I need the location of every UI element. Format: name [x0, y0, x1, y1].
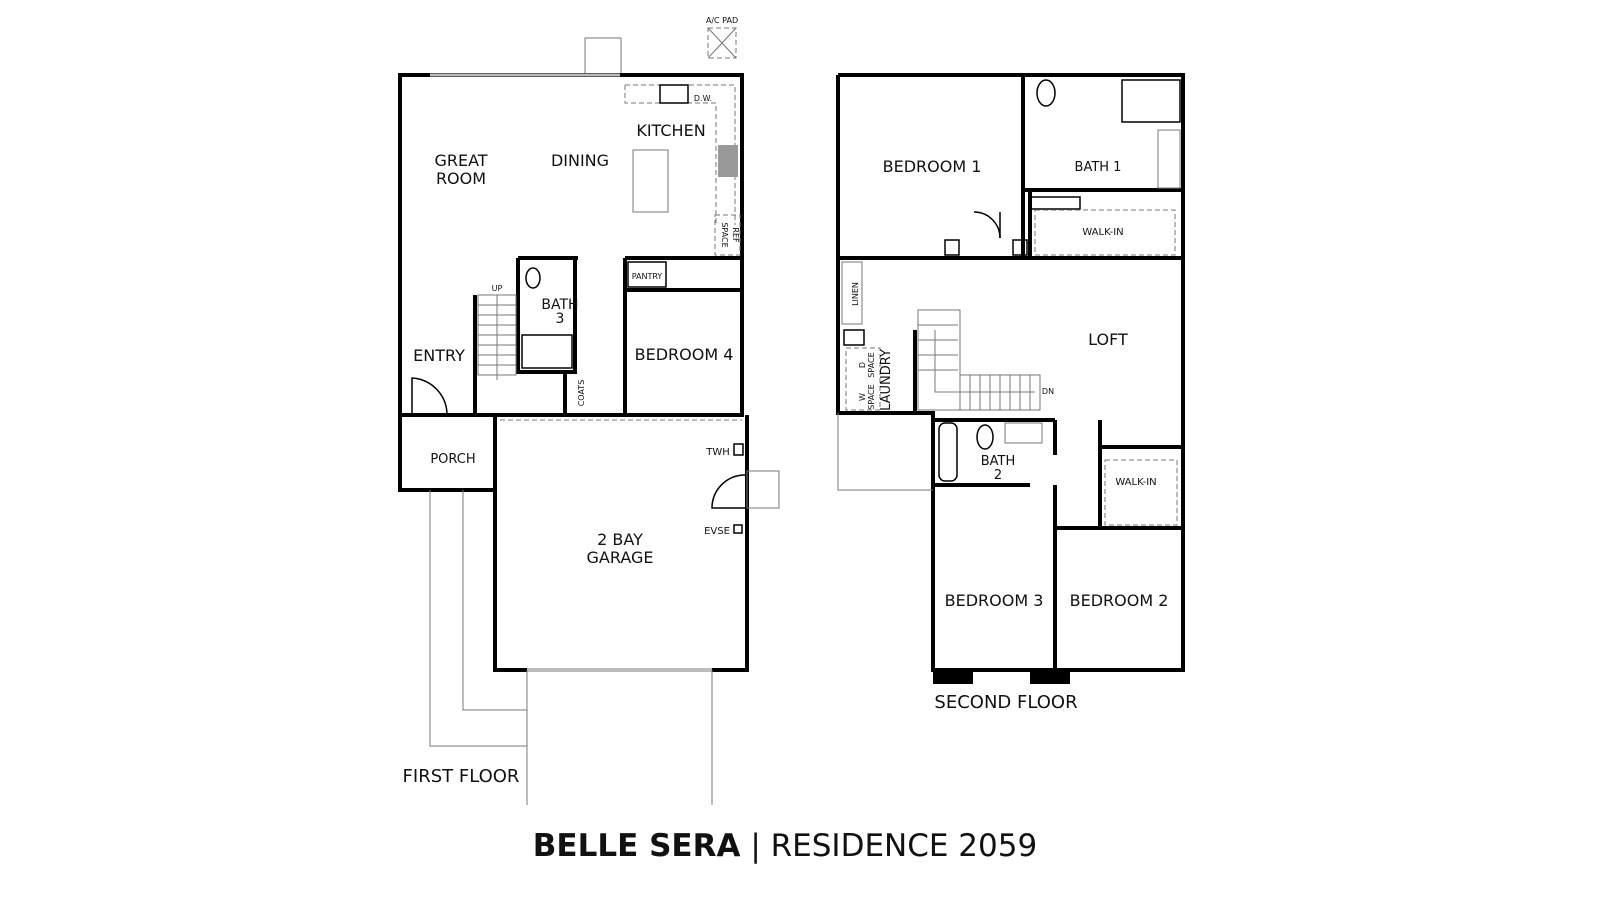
water-heater-icon: [733, 443, 744, 456]
linen-shelf: [1029, 196, 1081, 210]
bedroom2-label: BEDROOM 2: [1070, 591, 1169, 610]
walk-in-closet-2: [1104, 459, 1178, 526]
twh-label: TWH: [705, 447, 730, 458]
walkin1-label: WALK-IN: [1082, 227, 1123, 238]
toilet-icon: [976, 424, 994, 450]
bedroom3-label: BEDROOM 3: [945, 591, 1044, 610]
dryer-space-label: SPACE: [867, 352, 876, 377]
toilet-icon: [525, 267, 541, 289]
shower-icon: [521, 334, 573, 369]
second-floor-caption: SECOND FLOOR: [934, 692, 1077, 713]
ref-label: REF: [731, 227, 740, 243]
kitchen-label: KITCHEN: [636, 121, 705, 140]
pantry-label: PANTRY: [632, 272, 663, 281]
dryer-label: D: [858, 362, 867, 368]
bathtub-icon: [938, 422, 958, 482]
community-name: BELLE SERA: [532, 828, 741, 864]
bedroom1-label: BEDROOM 1: [883, 157, 982, 176]
entry-door-icon[interactable]: [411, 377, 448, 416]
garage-door-icon[interactable]: [711, 474, 746, 509]
evse-icon: [733, 524, 743, 534]
plan-title: BELLE SERA | RESIDENCE 2059: [0, 828, 1570, 864]
bath2-number: 2: [994, 468, 1002, 483]
linen-label: LINEN: [851, 282, 860, 306]
down-label: DN: [1042, 387, 1054, 396]
toilet-icon: [1036, 79, 1056, 107]
sink-icon: [1004, 422, 1043, 444]
garage-label-2: GARAGE: [587, 548, 654, 567]
second-floor-exterior-wall: [836, 73, 1185, 672]
walkin2-label: WALK-IN: [1115, 477, 1156, 488]
ref-space: [714, 214, 741, 256]
sink-icon: [659, 84, 689, 104]
garage-label: 2 BAY: [597, 530, 643, 549]
up-label: UP: [492, 284, 503, 293]
pantry-box: [627, 261, 667, 288]
first-floor-exterior-wall: [398, 73, 744, 417]
laundry-label: LAUNDRY: [879, 349, 894, 411]
roof-outline: [837, 413, 933, 491]
first-floor-plan: A/C PAD D.W. REF SPACE PANTRY UP COATS: [398, 16, 780, 805]
ref-space-label: SPACE: [720, 222, 729, 247]
entry-label: ENTRY: [413, 346, 465, 365]
washer-label: W: [858, 393, 867, 401]
evse-label: EVSE: [704, 526, 730, 537]
linen-closet: [841, 261, 863, 325]
wall-pier: [1030, 670, 1070, 684]
first-floor-caption: FIRST FLOOR: [403, 766, 520, 787]
vanity-icon: [1157, 129, 1181, 189]
bedroom4-label: BEDROOM 4: [635, 345, 734, 364]
porch-label: PORCH: [430, 452, 475, 467]
dishwasher-label: D.W.: [694, 94, 712, 103]
ac-pad-icon: [707, 27, 737, 59]
great-room-label: GREAT: [434, 151, 487, 170]
washer-space-label: SPACE: [867, 384, 876, 409]
walkway: [429, 490, 713, 805]
kitchen-island: [632, 149, 669, 213]
loft-label: LOFT: [1088, 330, 1128, 349]
bath2-label: BATH: [981, 454, 1016, 469]
ac-pad-label: A/C PAD: [706, 16, 738, 25]
interior-walls: [838, 75, 1183, 670]
shaft-icon: [944, 239, 960, 256]
stairs-second-floor: [917, 309, 1041, 411]
shaft-icon: [843, 329, 865, 346]
garage-landing: [746, 470, 780, 509]
coats-label: COATS: [577, 380, 586, 407]
washer-dryer-space: [845, 347, 881, 411]
great-room-label-2: ROOM: [436, 169, 486, 188]
bath1-label: BATH 1: [1075, 160, 1122, 175]
second-floor-plan: LINEN W SPACE D SPACE LAUNDRY DN BEDROOM…: [836, 73, 1185, 713]
chimney: [584, 37, 622, 76]
shaft-icon: [1012, 239, 1028, 256]
residence-name: RESIDENCE 2059: [770, 828, 1038, 864]
walk-in-closet-1: [1034, 209, 1176, 256]
range-icon: [718, 145, 738, 177]
interior-walls: [473, 256, 742, 415]
dining-label: DINING: [551, 151, 609, 170]
stairs-first-floor: [477, 294, 517, 380]
bath3-label: BATH: [541, 297, 578, 313]
shower-icon: [1121, 79, 1181, 123]
bedroom1-door-icon[interactable]: [973, 211, 1001, 239]
title-separator: |: [750, 828, 761, 864]
bath3-number: 3: [556, 311, 565, 327]
wall-pier: [933, 670, 973, 684]
